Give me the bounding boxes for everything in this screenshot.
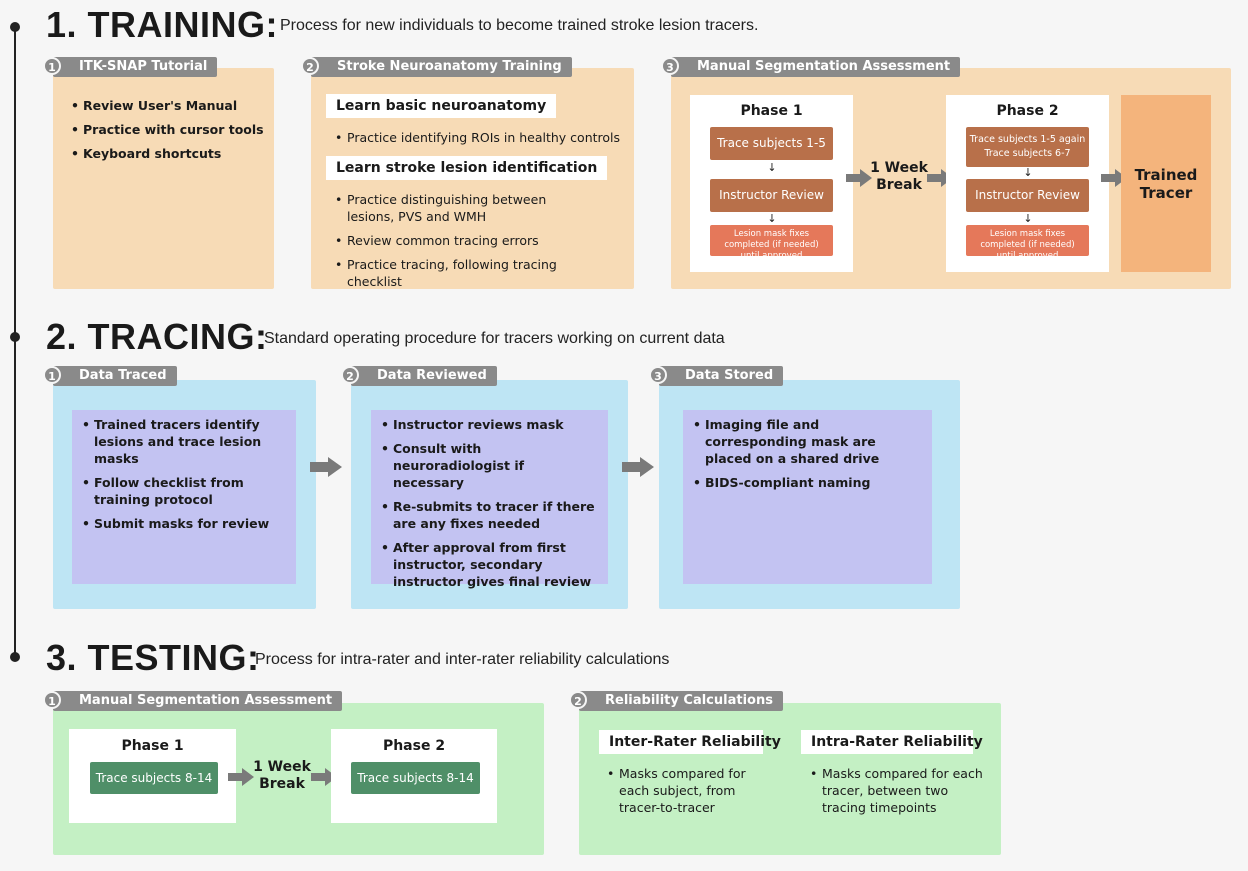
intra-rater-header: Intra-Rater Reliability: [801, 730, 983, 754]
inter-rater-list: Masks compared for each subject, from tr…: [607, 765, 757, 823]
training-subtitle: Process for new individuals to become tr…: [280, 17, 759, 34]
list-item: Practice tracing, following tracing chec…: [335, 256, 595, 290]
list-item: Practice distinguishing between lesions,…: [335, 191, 595, 225]
training-title: 1. TRAINING:: [46, 4, 279, 45]
trained-tracer-box: Trained Tracer: [1121, 95, 1211, 272]
tracing-step1-label: Data Traced: [53, 366, 177, 386]
right-arrow-icon: [1101, 169, 1127, 187]
tracing-step1-list: Trained tracers identify lesions and tra…: [82, 416, 286, 532]
training-step1-panel: Review User's Manual Practice with curso…: [53, 68, 274, 289]
tracing-step3-panel: Imaging file and corresponding mask are …: [659, 380, 960, 609]
list-item: Masks compared for each tracer, between …: [810, 765, 985, 816]
tracing-step3-number: 3: [649, 366, 667, 384]
tracing-step2-label: Data Reviewed: [351, 366, 497, 386]
testing-subtitle: Process for intra-rater and inter-rater …: [255, 651, 670, 668]
neuroanatomy-list: Practice identifying ROIs in healthy con…: [335, 129, 625, 153]
inter-rater-header: Inter-Rater Reliability: [599, 730, 781, 754]
training-step1-list: Review User's Manual Practice with curso…: [71, 97, 266, 169]
tracing-subtitle: Standard operating procedure for tracers…: [264, 330, 725, 347]
lesion-identification-header: Learn stroke lesion identification: [326, 156, 608, 180]
training-step3-panel: Phase 1 Trace subjects 1-5 ↓ Instructor …: [671, 68, 1231, 289]
list-item: Masks compared for each subject, from tr…: [607, 765, 757, 816]
tracing-step3-label: Data Stored: [659, 366, 784, 386]
list-item: Imaging file and corresponding mask are …: [693, 416, 922, 467]
testing-step2-number: 2: [569, 691, 587, 709]
list-item: Follow checklist from training protocol: [82, 474, 286, 508]
trace-subjects-box: Trace subjects 8-14: [90, 762, 218, 794]
neuroanatomy-header: Learn basic neuroanatomy: [326, 94, 557, 118]
down-arrow-icon: ↓: [1023, 212, 1033, 225]
intra-rater-list: Masks compared for each tracer, between …: [810, 765, 985, 823]
tracing-step2-panel: Instructor reviews mask Consult with neu…: [351, 380, 628, 609]
phase1-title: Phase 1: [740, 103, 803, 119]
list-item: Practice identifying ROIs in healthy con…: [335, 129, 625, 146]
list-item: BIDS-compliant naming: [693, 474, 922, 491]
testing-step1-number: 1: [43, 691, 61, 709]
list-item: Submit masks for review: [82, 515, 286, 532]
week-break-label: 1 Week Break: [870, 160, 928, 193]
instructor-review-box: Instructor Review: [710, 179, 833, 212]
training-step2-panel: Learn basic neuroanatomy Practice identi…: [311, 68, 634, 289]
list-item: Trained tracers identify lesions and tra…: [82, 416, 286, 467]
training-step2-label: Stroke Neuroanatomy Training: [311, 57, 572, 77]
tracing-step2-number: 2: [341, 366, 359, 384]
right-arrow-icon: [846, 169, 872, 187]
down-arrow-icon: ↓: [1023, 166, 1033, 179]
trace-subjects-box: Trace subjects 1-5: [710, 127, 833, 160]
list-item: Review User's Manual: [71, 97, 266, 114]
week-break-label: 1 Week Break: [253, 759, 311, 792]
training-phase1-box: Phase 1 Trace subjects 1-5 ↓ Instructor …: [690, 95, 853, 272]
list-item: Instructor reviews mask: [381, 416, 598, 433]
down-arrow-icon: ↓: [767, 161, 777, 174]
testing-title: 3. TESTING:: [46, 637, 260, 678]
training-step3-label: Manual Segmentation Assessment: [671, 57, 961, 77]
trace-subjects-again-box: Trace subjects 1-5 again Trace subjects …: [966, 127, 1089, 167]
testing-step2-panel: Inter-Rater Reliability Masks compared f…: [579, 703, 1001, 855]
right-arrow-icon: [310, 457, 342, 477]
phase2-title: Phase 2: [996, 103, 1059, 119]
testing-step1-label: Manual Segmentation Assessment: [53, 691, 343, 711]
phase2-title: Phase 2: [382, 738, 446, 754]
timeline-dot-testing: [10, 652, 20, 662]
testing-step1-panel: Phase 1 Trace subjects 8-14 1 Week Break…: [53, 703, 544, 855]
tracing-title: 2. TRACING:: [46, 316, 268, 357]
tracing-step2-list: Instructor reviews mask Consult with neu…: [381, 416, 598, 590]
list-item: Keyboard shortcuts: [71, 145, 266, 162]
tracing-step3-content: Imaging file and corresponding mask are …: [683, 410, 932, 584]
training-step3-number: 3: [661, 57, 679, 75]
testing-step2-label: Reliability Calculations: [579, 691, 783, 711]
list-item: Practice with cursor tools: [71, 121, 266, 138]
tracing-step1-content: Trained tracers identify lesions and tra…: [72, 410, 296, 584]
right-arrow-icon: [228, 768, 254, 786]
testing-phase1-box: Phase 1 Trace subjects 8-14: [69, 729, 236, 823]
trace-subjects-box: Trace subjects 8-14: [351, 762, 480, 794]
right-arrow-icon: [622, 457, 654, 477]
tracing-step1-number: 1: [43, 366, 61, 384]
instructor-review-box: Instructor Review: [966, 179, 1089, 212]
down-arrow-icon: ↓: [767, 212, 777, 225]
list-item: Review common tracing errors: [335, 232, 595, 249]
list-item: Re-submits to tracer if there are any fi…: [381, 498, 598, 532]
training-step2-number: 2: [301, 57, 319, 75]
testing-phase2-box: Phase 2 Trace subjects 8-14: [331, 729, 497, 823]
timeline-line: [14, 27, 16, 657]
training-step1-number: 1: [43, 57, 61, 75]
trace-again-line: Trace subjects 1-5 again: [969, 134, 1086, 145]
timeline-dot-training: [10, 22, 20, 32]
mask-fixes-box: Lesion mask fixes completed (if needed) …: [710, 225, 833, 261]
lesion-identification-list: Practice distinguishing between lesions,…: [335, 191, 595, 297]
training-step1-label: ITK-SNAP Tutorial: [53, 57, 218, 77]
tracing-step1-panel: Trained tracers identify lesions and tra…: [53, 380, 316, 609]
tracing-step3-list: Imaging file and corresponding mask are …: [693, 416, 922, 491]
right-arrow-icon: [311, 768, 337, 786]
phase1-title: Phase 1: [121, 738, 184, 754]
tracing-step2-content: Instructor reviews mask Consult with neu…: [371, 410, 608, 589]
training-phase2-box: Phase 2 Trace subjects 1-5 again Trace s…: [946, 95, 1109, 272]
list-item: After approval from first instructor, se…: [381, 539, 598, 590]
mask-fixes-box: Lesion mask fixes completed (if needed) …: [966, 225, 1089, 261]
trace-new-line: Trace subjects 6-7: [984, 148, 1071, 159]
list-item: Consult with neuroradiologist if necessa…: [381, 440, 598, 491]
timeline-dot-tracing: [10, 332, 20, 342]
